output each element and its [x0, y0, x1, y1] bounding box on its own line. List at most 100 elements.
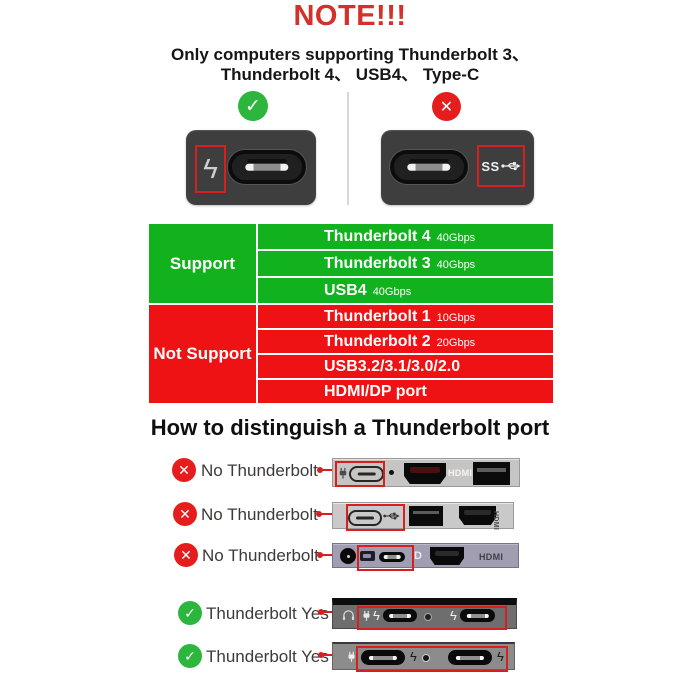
note-title: NOTE!!!	[293, 0, 407, 32]
thunderbolt-port-image: ϟ	[186, 130, 316, 205]
laptop-ports-image-1: HDMI	[332, 458, 520, 487]
usb-c-highlight	[335, 461, 385, 487]
laptop-ports-image-3: D HDMI	[332, 543, 519, 571]
port-tongue	[383, 555, 401, 559]
connector-dot	[316, 511, 322, 517]
row-speed: 20Gbps	[436, 336, 476, 349]
cross-badge: ✕	[172, 458, 196, 482]
thunderbolt-icon: ϟ	[450, 608, 457, 623]
check-icon: ✓	[184, 647, 196, 664]
laptop-ports-image-2: HDMI	[332, 502, 514, 531]
hdmi-inner	[409, 467, 441, 474]
headphone-icon	[342, 610, 355, 621]
screw-dot	[424, 613, 432, 621]
laptop-ports-image-4: ϟ ϟ	[332, 598, 517, 630]
check-icon: ✓	[184, 604, 196, 621]
table-row: Thunderbolt 2 20Gbps	[258, 330, 553, 353]
support-block: Support Thunderbolt 4 40Gbps Thunderbolt…	[149, 224, 553, 303]
laptop-ports-image-5: ϟ ϟ	[332, 642, 515, 672]
ss-label: SS	[481, 158, 500, 174]
screw-dot	[422, 654, 430, 662]
row-label: Thunderbolt Yes	[206, 604, 329, 623]
usb-c-port	[361, 650, 405, 665]
thunderbolt-ports-highlight	[357, 606, 507, 630]
thunderbolt-logo-highlight: ϟ	[195, 145, 226, 193]
distinguish-heading: How to distinguish a Thunderbolt port	[150, 415, 550, 440]
port-tongue	[455, 655, 485, 660]
table-row: Thunderbolt 3 40Gbps	[258, 251, 553, 276]
port-tongue	[245, 163, 289, 171]
displayport-icon: D	[414, 550, 422, 562]
power-plug-icon	[363, 610, 370, 621]
port-tongue	[407, 163, 451, 171]
x-icon: ✕	[180, 546, 192, 563]
check-badge: ✓	[178, 644, 202, 668]
port-tongue	[389, 613, 411, 618]
usb-c-port	[460, 609, 495, 622]
row-name: HDMI/DP port	[324, 382, 427, 400]
usb-c-port	[383, 609, 417, 622]
table-row: Thunderbolt 1 10Gbps	[258, 305, 553, 328]
hdmi-label: HDMI	[479, 552, 504, 562]
check-icon: ✓	[245, 95, 261, 117]
usb-c-port	[390, 150, 468, 184]
not-support-block: Not Support Thunderbolt 1 10Gbps Thunder…	[149, 305, 553, 403]
usb-a-port	[473, 462, 510, 485]
port-tongue	[356, 516, 374, 520]
thunderbolt-icon: ϟ	[497, 649, 504, 664]
hdmi-port	[430, 547, 464, 565]
port-shadow	[409, 159, 449, 163]
power-plug-icon	[339, 467, 347, 479]
hdmi-inner	[434, 550, 460, 556]
power-plug-icon	[348, 651, 355, 662]
table-row: Thunderbolt 4 40Gbps	[258, 224, 553, 249]
cross-badge: ✕	[432, 92, 461, 121]
subtitle-line-2: Thunderbolt 4、 USB4、 Type-C	[220, 65, 480, 84]
thunderbolt-icon: ϟ	[373, 608, 380, 623]
row-name: USB4	[324, 281, 367, 299]
usb-c-port	[379, 552, 405, 562]
support-header-cell: Support	[149, 224, 256, 303]
row-label: No Thunderbolt	[202, 546, 319, 565]
check-badge: ✓	[238, 91, 268, 121]
table-row: USB3.2/3.1/3.0/2.0	[258, 355, 553, 378]
row-speed: 10Gbps	[436, 311, 476, 324]
row-speed: 40Gbps	[436, 231, 476, 244]
cross-badge: ✕	[174, 543, 198, 567]
usb-c-port	[348, 510, 382, 526]
port-tongue	[357, 472, 376, 476]
table-row: USB4 40Gbps	[258, 278, 553, 303]
subtitle-line-1: Only computers supporting Thunderbolt 3、	[171, 45, 529, 64]
vertical-divider	[347, 92, 349, 205]
not-support-header-cell: Not Support	[149, 305, 256, 403]
row-label: No Thunderbolt	[201, 505, 318, 524]
connector-dot	[318, 652, 324, 658]
card-reader-port	[360, 551, 375, 561]
usb-c-highlight	[346, 504, 405, 531]
thunderbolt-icon: ϟ	[203, 153, 218, 184]
usb-ss-logo-highlight: SS	[477, 145, 525, 187]
usb-trident-icon	[501, 162, 521, 171]
usb-a-inner	[477, 467, 506, 472]
hdmi-port	[404, 463, 446, 484]
usb-ss-port-image: SS	[381, 130, 534, 205]
row-label: Thunderbolt Yes	[206, 647, 329, 666]
port-shadow	[247, 159, 287, 163]
power-jack-port	[340, 548, 356, 564]
usb-a-inner	[413, 511, 439, 515]
thunderbolt-ports-highlight	[356, 646, 508, 672]
port-tongue	[368, 655, 398, 660]
cross-badge: ✕	[173, 502, 197, 526]
table-row: HDMI/DP port	[258, 380, 553, 403]
support-table: Support Thunderbolt 4 40Gbps Thunderbolt…	[149, 224, 553, 403]
row-name: Thunderbolt 3	[324, 254, 431, 272]
connector-dot	[317, 552, 323, 558]
row-speed: 40Gbps	[436, 258, 476, 271]
hdmi-label: HDMI	[448, 468, 473, 478]
x-icon: ✕	[178, 461, 190, 478]
x-icon: ✕	[179, 505, 191, 522]
usb-c-highlight	[357, 545, 414, 571]
usb-c-port	[448, 650, 492, 665]
hdmi-port	[459, 506, 496, 525]
usb-c-port	[228, 150, 306, 184]
